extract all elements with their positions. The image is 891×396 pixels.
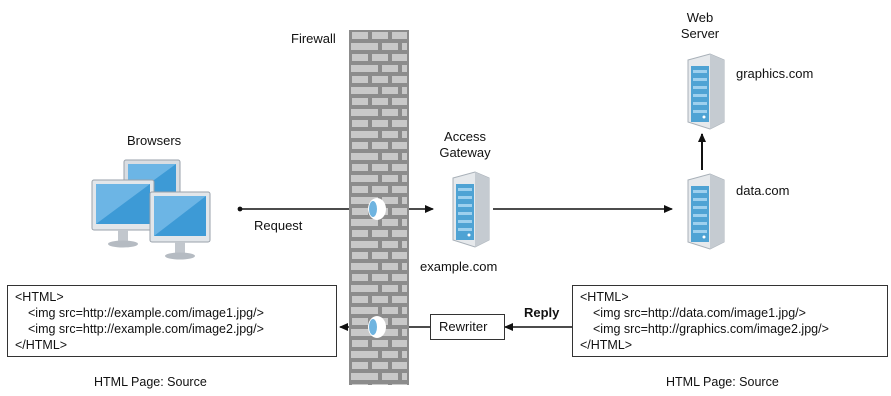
right-html-line: <img src=http://graphics.com/image2.jpg/… [593,322,829,336]
data-com-label: data.com [736,183,790,198]
web-server-label: Web Server [670,10,730,42]
firewall-label: Firewall [291,31,336,46]
access-gateway-label: Access Gateway [420,129,510,161]
example-com-label: example.com [420,259,498,274]
right-html-line: <HTML> [580,290,629,304]
reply-label: Reply [524,305,560,320]
firewall-icon [349,30,409,385]
browsers-label: Browsers [127,133,182,148]
rewriter-label: Rewriter [439,319,488,334]
left-html-page: <HTML> <img src=http://example.com/image… [7,285,337,357]
left-html-line: </HTML> [15,338,68,352]
access-gateway-label-line2: Gateway [439,145,491,160]
right-html-page: <HTML> <img src=http://data.com/image1.j… [572,285,888,357]
graphics-com-label: graphics.com [736,66,814,81]
left-html-line: <img src=http://example.com/image2.jpg/> [28,322,264,336]
rewriter-box: Rewriter [430,314,505,340]
right-html-line: <img src=http://data.com/image1.jpg/> [593,306,806,320]
web-server-label-line1: Web [686,10,714,25]
server-icon [687,53,725,130]
server-icon [687,173,725,250]
web-server-label-line2: Server [680,26,720,41]
request-origin-dot [237,206,243,212]
request-label: Request [254,218,303,233]
left-html-line: <HTML> [15,290,64,304]
left-html-line: <img src=http://example.com/image1.jpg/> [28,306,264,320]
access-gateway-label-line1: Access [444,129,486,144]
browser-monitor-icon [91,159,211,260]
right-html-caption: HTML Page: Source [666,375,779,389]
left-html-caption: HTML Page: Source [94,375,207,389]
right-html-line: </HTML> [580,338,633,352]
server-icon [452,171,490,248]
